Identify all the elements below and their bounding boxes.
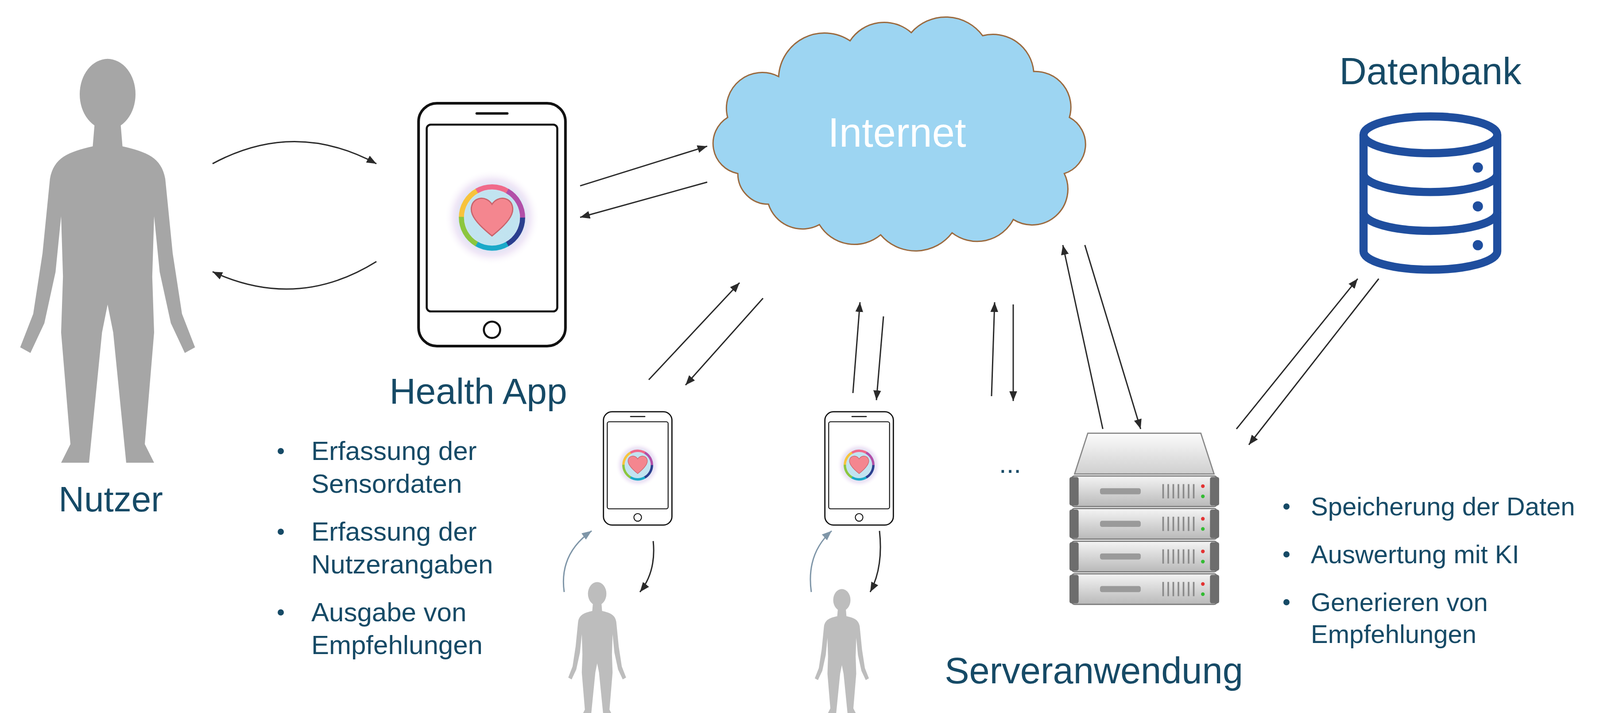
user-silhouette	[814, 588, 869, 713]
internet-cloud: Internet	[707, 20, 1087, 245]
bullet-dot	[277, 608, 284, 616]
bullet-dot	[1283, 550, 1290, 558]
flow-arrow	[1084, 244, 1141, 429]
server-task-item: Generieren von Empfehlungen	[1310, 585, 1590, 650]
feature-item: Erfassung der Sensordaten	[311, 434, 507, 500]
flow-arrow	[212, 261, 377, 289]
phone-icon	[825, 411, 894, 525]
database-icon	[1363, 116, 1498, 270]
node-label: Internet	[828, 108, 967, 157]
server-application: Serveranwendung	[938, 428, 1249, 693]
database: Datenbank	[1334, 48, 1527, 279]
node-label: Serveranwendung	[944, 648, 1244, 693]
bullet-dot	[1283, 503, 1290, 510]
flow-arrow	[580, 146, 708, 186]
phone-icon	[603, 411, 673, 525]
user-silhouette	[20, 58, 196, 463]
user-silhouette	[568, 581, 627, 713]
node-label: Datenbank	[1339, 48, 1522, 94]
bullet-dot	[1283, 598, 1290, 605]
ellipsis-label: ...	[985, 447, 1035, 481]
server-task-item: Auswertung mit KI	[1310, 538, 1590, 570]
feature-item: Erfassung der Nutzerangaben	[311, 515, 507, 581]
feature-item: Ausgabe von Empfehlungen	[311, 595, 507, 662]
server-icon	[1069, 433, 1220, 605]
flow-arrow	[1236, 278, 1358, 429]
node-label: Nutzer	[58, 477, 163, 521]
app-phone: Health App	[376, 97, 581, 413]
flow-arrow	[1248, 278, 1379, 445]
bullet-dot	[277, 447, 284, 454]
user-figure: Nutzer	[8, 50, 213, 521]
node-label: Health App	[389, 369, 567, 413]
flow-arrow	[1062, 244, 1103, 429]
flow-arrow	[580, 182, 708, 218]
small-arrows	[563, 282, 1014, 592]
flow-arrow	[212, 141, 377, 164]
phone-icon	[418, 103, 566, 346]
bullet-dot	[277, 528, 284, 535]
server-task-item: Speicherung der Daten	[1310, 490, 1590, 523]
